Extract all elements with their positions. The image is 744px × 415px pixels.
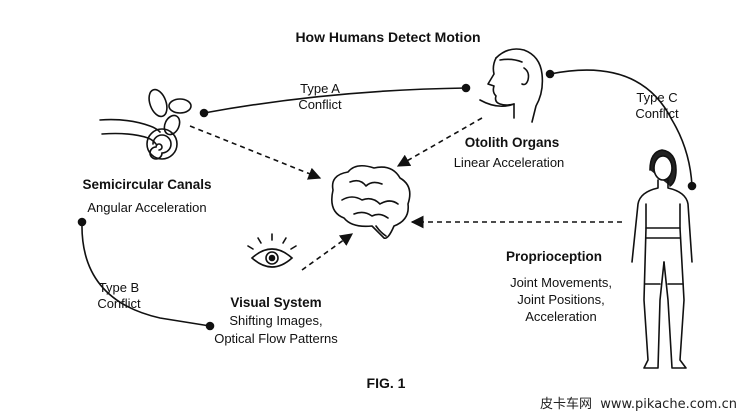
type-b-conflict-label: Conflict (97, 296, 141, 311)
proprioception-line2: Joint Positions, (517, 292, 604, 307)
semicircular-canals-title: Semicircular Canals (82, 177, 211, 192)
visual-system-line2: Optical Flow Patterns (214, 331, 338, 346)
inner-ear-icon (99, 88, 192, 160)
visual-system-line1: Shifting Images, (229, 313, 322, 328)
figure-label: FIG. 1 (367, 375, 406, 391)
proprioception-line1: Joint Movements, (510, 275, 612, 290)
signal-arrows (189, 117, 622, 271)
proprioception-line3: Acceleration (525, 309, 597, 324)
standing-person-icon (631, 149, 693, 369)
type-a-conflict-line (199, 83, 471, 118)
head-profile-icon (479, 48, 544, 123)
proprioception-title: Proprioception (506, 249, 602, 264)
semicircular-canals-detail: Angular Acceleration (87, 200, 206, 215)
type-b-conflict-line (77, 217, 215, 331)
diagram-title: How Humans Detect Motion (295, 29, 480, 45)
arrow-otolith-to-brain (396, 117, 483, 167)
otolith-organs-title: Otolith Organs (465, 135, 560, 150)
type-a-conflict-label: Conflict (298, 97, 342, 112)
type-c-label: Type C (636, 90, 677, 105)
brain-icon (331, 164, 411, 240)
type-c-conflict-line (545, 69, 697, 191)
eye-icon (247, 233, 297, 268)
visual-system-title: Visual System (230, 295, 321, 310)
type-c-conflict-label: Conflict (635, 106, 679, 121)
otolith-organs-detail: Linear Acceleration (454, 155, 565, 170)
arrow-semicircular-to-brain (189, 125, 322, 180)
watermark-text: 皮卡车网 www.pikache.com.cn (540, 396, 737, 412)
arrow-visual-to-brain (301, 233, 354, 271)
type-a-label: Type A (300, 81, 340, 96)
type-b-label: Type B (99, 280, 139, 295)
